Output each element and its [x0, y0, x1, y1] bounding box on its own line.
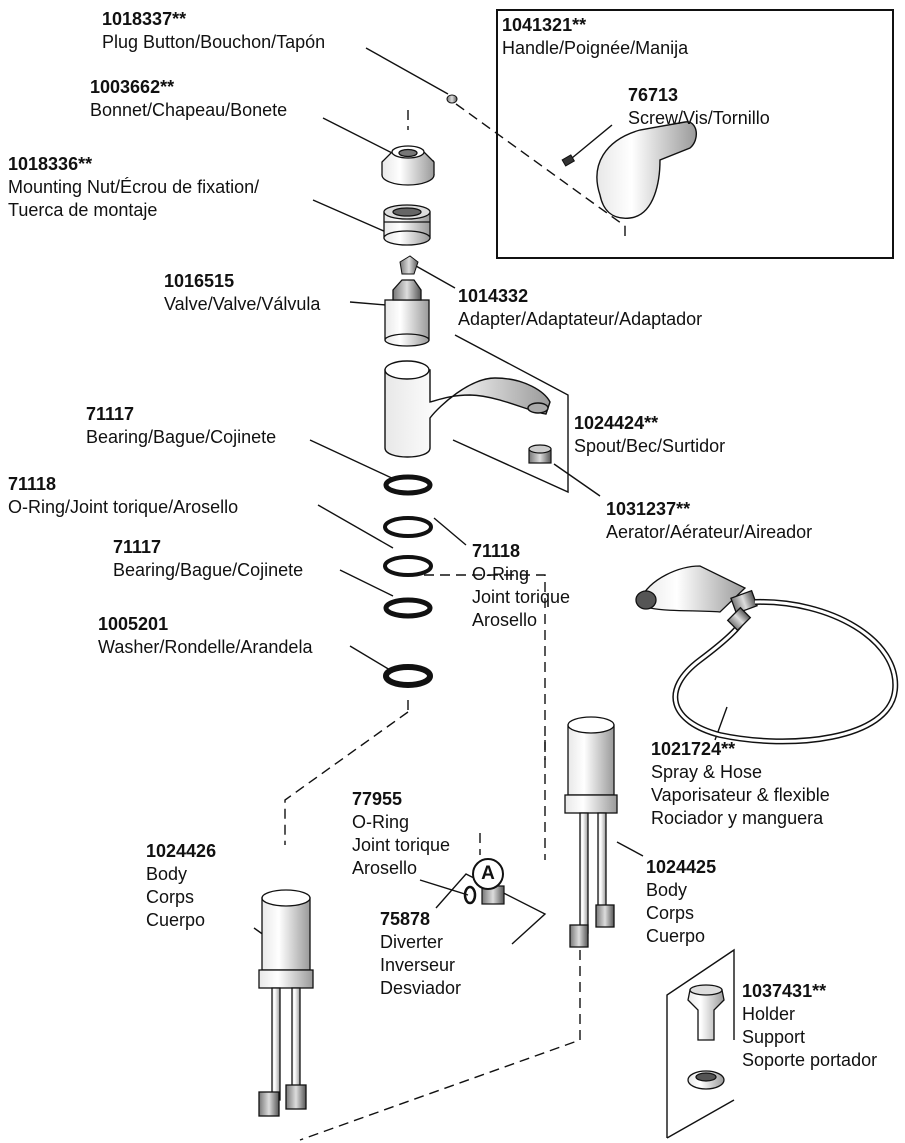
part-description: Corps — [646, 903, 695, 923]
part-number: 1031237** — [606, 499, 691, 519]
part-number: 1024424** — [574, 413, 659, 433]
part-number: 71117 — [113, 537, 162, 557]
part-description: Soporte portador — [742, 1050, 878, 1070]
label-bonnet: 1003662** Bonnet/Chapeau/Bonete — [90, 76, 287, 122]
part-number: 1024425 — [646, 857, 717, 877]
body-right-icon — [564, 716, 618, 948]
plug-button-icon — [446, 94, 458, 104]
part-description: Washer/Rondelle/Arandela — [98, 637, 313, 657]
part-description: Handle/Poignée/Manija — [502, 38, 689, 58]
part-description: Bonnet/Chapeau/Bonete — [90, 100, 288, 120]
adapter-icon — [399, 255, 419, 275]
bearing-bottom-icon — [383, 597, 433, 619]
spout-icon — [384, 360, 551, 458]
screw-icon — [561, 154, 576, 167]
washer-icon — [383, 664, 433, 688]
part-description: Vaporisateur & flexible — [651, 785, 830, 805]
label-spout: 1024424** Spout/Bec/Surtidor — [574, 412, 725, 458]
part-description: Support — [742, 1027, 806, 1047]
part-number: 1024426 — [146, 841, 217, 861]
part-description: Cuerpo — [646, 926, 706, 946]
aerator-icon — [528, 444, 552, 464]
handle-icon — [596, 121, 697, 219]
part-description: Holder — [742, 1004, 796, 1024]
callout-a: A — [472, 858, 504, 890]
part-description: Bearing/Bague/Cojinete — [86, 427, 277, 447]
part-number: 1041321** — [502, 15, 587, 35]
body-left-icon — [258, 889, 314, 1117]
part-description: Adapter/Adaptateur/Adaptador — [458, 309, 703, 329]
part-description: Arosello — [472, 610, 538, 630]
valve-icon — [384, 279, 430, 347]
part-number: 71118 — [8, 474, 57, 494]
part-description: Inverseur — [380, 955, 456, 975]
mounting-nut-icon — [383, 204, 431, 246]
part-description: O-Ring — [472, 564, 530, 584]
part-number: 1018336** — [8, 154, 93, 174]
part-description: Corps — [146, 887, 195, 907]
label-mounting-nut: 1018336** Mounting Nut/Écrou de fixation/… — [8, 153, 259, 222]
part-number: 1018337** — [102, 9, 187, 29]
part-number: 1005201 — [98, 614, 169, 634]
spray-hose-icon — [635, 565, 899, 745]
part-description: Spray & Hose — [651, 762, 763, 782]
part-number: 77955 — [352, 789, 403, 809]
oring-right-icon — [383, 555, 433, 577]
part-number: 76713 — [628, 85, 679, 105]
part-number: 75878 — [380, 909, 431, 929]
part-number: 1037431** — [742, 981, 827, 1001]
label-aerator: 1031237** Aerator/Aérateur/Aireador — [606, 498, 812, 544]
rings-group — [383, 474, 433, 688]
label-handle: 1041321** Handle/Poignée/Manija — [502, 14, 688, 60]
part-number: 1016515 — [164, 271, 235, 291]
part-description: Spout/Bec/Surtidor — [574, 436, 726, 456]
part-description: Bearing/Bague/Cojinete — [113, 560, 304, 580]
part-description: Tuerca de montaje — [8, 200, 158, 220]
holder-icon — [687, 984, 725, 1090]
part-description: Joint torique — [352, 835, 451, 855]
part-description: Plug Button/Bouchon/Tapón — [102, 32, 326, 52]
part-number: 1014332 — [458, 286, 529, 306]
bonnet-icon — [381, 145, 435, 186]
part-description: Cuerpo — [146, 910, 206, 930]
part-number: 1003662** — [90, 77, 175, 97]
part-description: Body — [646, 880, 688, 900]
part-description: Joint torique — [472, 587, 571, 607]
part-description: Aerator/Aérateur/Aireador — [606, 522, 813, 542]
part-description: Screw/Vis/Tornillo — [628, 108, 770, 128]
bearing-top-icon — [383, 474, 433, 496]
part-description: Rociador y manguera — [651, 808, 824, 828]
diverter-icon — [463, 885, 505, 905]
part-description: Diverter — [380, 932, 444, 952]
oring-left-icon — [383, 516, 433, 538]
part-description: O-Ring/Joint torique/Arosello — [8, 497, 239, 517]
part-description: O-Ring — [352, 812, 410, 832]
part-description: Body — [146, 864, 188, 884]
part-description: Desviador — [380, 978, 462, 998]
part-description: Mounting Nut/Écrou de fixation/ — [8, 177, 260, 197]
part-description: Arosello — [352, 858, 418, 878]
label-plug-button: 1018337** Plug Button/Bouchon/Tapón — [102, 8, 325, 54]
part-number: 71118 — [472, 541, 521, 561]
part-description: Valve/Valve/Válvula — [164, 294, 321, 314]
part-number: 1021724** — [651, 739, 736, 759]
part-number: 71117 — [86, 404, 135, 424]
